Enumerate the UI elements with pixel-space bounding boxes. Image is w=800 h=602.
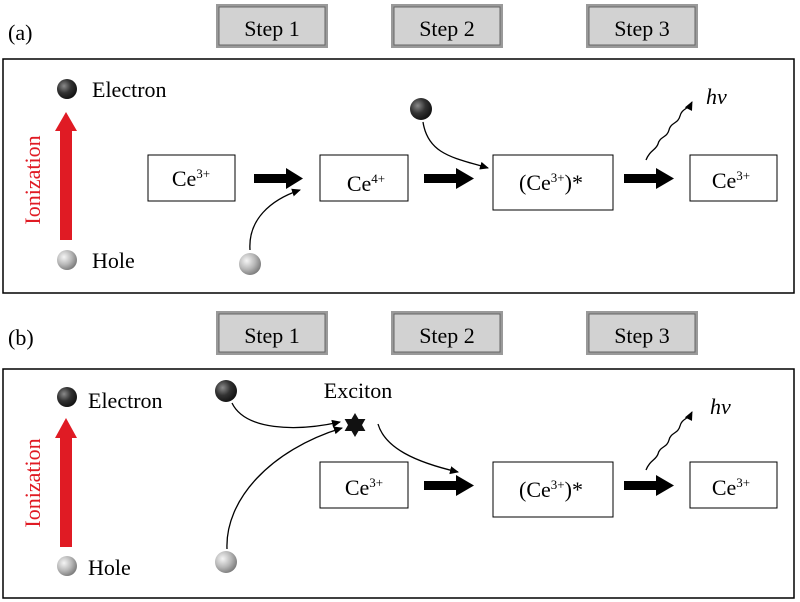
panel-b-hole-label: Hole [88,555,131,580]
panel-b-step-1-label: Step 1 [244,323,300,348]
panel-b-process-arrow-2 [624,475,674,496]
electron-capture-arrow [422,121,489,170]
panel-a-step-1-label: Step 1 [244,16,300,41]
electron-sphere-icon [410,98,432,120]
panel-a-process-arrow-3 [624,168,674,189]
panel-b-state-ce3: Ce3+ [319,461,409,509]
svg-text:Ce3+: Ce3+ [712,168,750,193]
hole-sphere-icon [57,556,77,576]
electron-to-exciton-arrow [231,402,341,429]
panel-a-photon-label: hν [706,84,727,109]
panel-a-process-arrow-2 [424,168,474,189]
panel-b-process-arrow-1 [424,475,474,496]
panel-a-step-1: Step 1 [216,4,328,48]
panel-b-photon-label: hν [710,394,731,419]
exciton-transfer-arrow [377,423,459,475]
panel-b-electron-label: Electron [88,388,163,413]
hole-sphere-icon [215,551,237,573]
ionization-arrow-icon [55,112,77,240]
panel-b-step-2-label: Step 2 [419,323,475,348]
panel-a-process-arrow-1 [254,168,303,189]
electron-sphere-icon [57,387,77,407]
panel-a-state-ce3-final: Ce3+ [689,154,778,202]
panel-b-state-ce3-final: Ce3+ [689,461,778,509]
panel-b-step-1: Step 1 [216,311,328,355]
svg-text:Ce3+: Ce3+ [712,475,750,500]
panel-a-state-ce4: Ce4+ [319,154,409,202]
svg-text:(Ce3+)*: (Ce3+)* [519,477,583,502]
panel-a: (a) Step 1 Step 2 Step 3 Electron Hole I… [2,4,795,294]
svg-text:Ce4+: Ce4+ [347,171,385,196]
panel-b-label: (b) [8,325,34,350]
wavy-photon-arrow-icon [645,101,693,161]
panel-a-step-3: Step 3 [586,4,698,48]
hole-to-exciton-arrow [226,426,343,550]
panel-a-hole-label: Hole [92,248,135,273]
wavy-photon-arrow-icon [645,411,693,471]
panel-a-step-2-label: Step 2 [419,16,475,41]
svg-text:(Ce3+)*: (Ce3+)* [519,170,583,195]
panel-a-state-ce3: Ce3+ [147,154,236,202]
panel-a-electron-label: Electron [92,77,167,102]
exciton-star-icon [344,413,366,437]
panel-b: (b) Step 1 Step 2 Step 3 Electron Hole I… [2,311,795,599]
ionization-arrow-icon [55,418,77,547]
hole-sphere-icon [57,250,77,270]
panel-a-step-2: Step 2 [391,4,503,48]
panel-b-step-2: Step 2 [391,311,503,355]
panel-a-ionization-label: Ionization [20,135,45,224]
panel-b-ionization-label: Ionization [20,438,45,527]
panel-a-frame [2,58,795,294]
panel-b-step-3: Step 3 [586,311,698,355]
electron-sphere-icon [215,380,237,402]
electron-sphere-icon [57,79,77,99]
hole-capture-arrow [249,188,301,251]
panel-a-step-3-label: Step 3 [614,16,670,41]
svg-text:Ce3+: Ce3+ [345,475,383,500]
panel-b-exciton-label: Exciton [324,378,392,403]
svg-text:Ce3+: Ce3+ [172,166,210,191]
panel-b-state-excited: (Ce3+)* [492,461,614,518]
panel-a-label: (a) [8,20,32,45]
hole-sphere-icon [239,253,261,275]
panel-b-step-3-label: Step 3 [614,323,670,348]
panel-a-state-excited: (Ce3+)* [492,154,614,211]
panel-b-frame [2,368,795,599]
